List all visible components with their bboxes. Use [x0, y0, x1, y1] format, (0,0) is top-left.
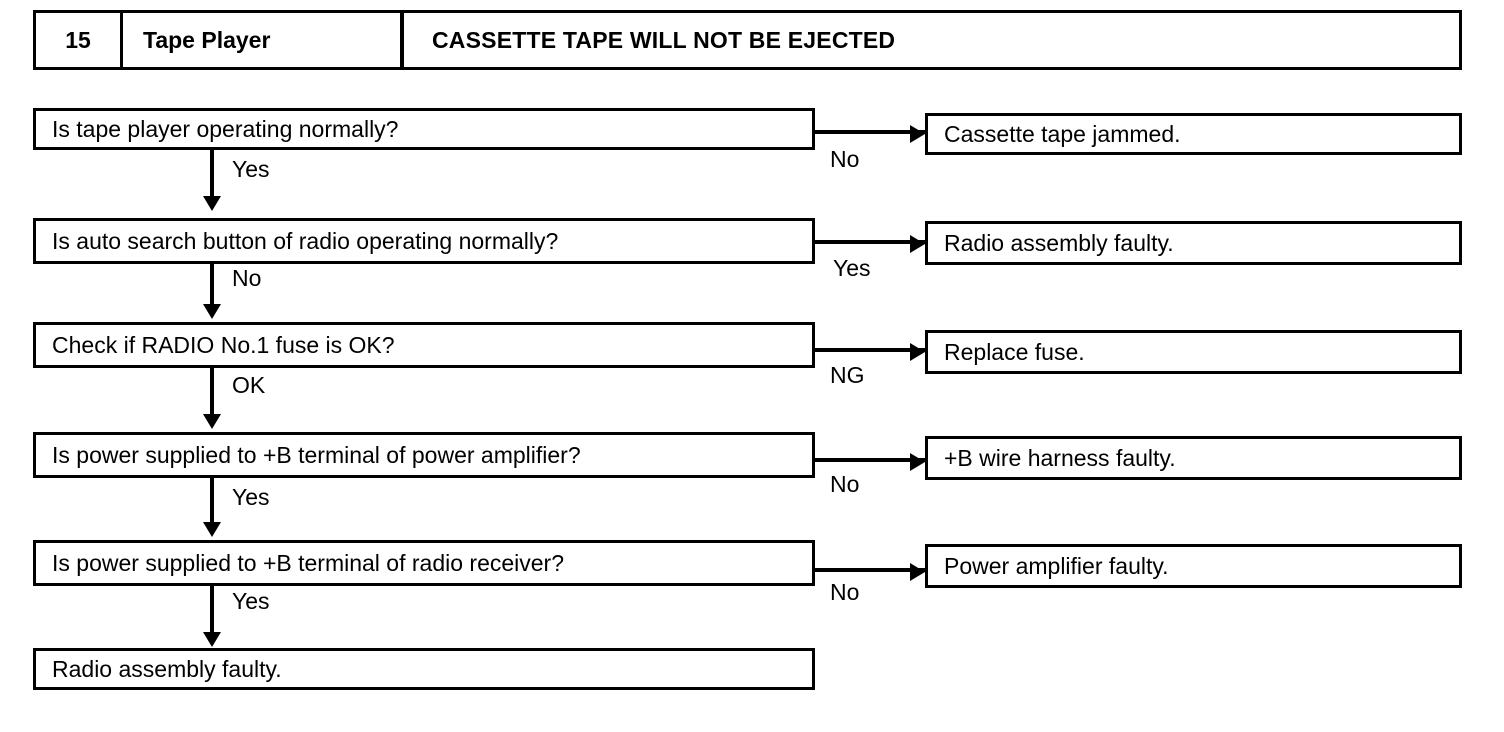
- branch-label-4: No: [830, 471, 860, 497]
- question-box-5: Is power supplied to +B terminal of radi…: [33, 540, 815, 586]
- flow-label-2: No: [232, 265, 262, 291]
- branch-arrow-2: [910, 235, 925, 253]
- branch-label-3: NG: [830, 362, 865, 388]
- flow-line-4: [210, 478, 214, 526]
- header-table: 15 Tape Player CASSETTE TAPE WILL NOT BE…: [33, 10, 1462, 70]
- question-box-2: Is auto search button of radio operating…: [33, 218, 815, 264]
- question-box-3: Check if RADIO No.1 fuse is OK?: [33, 322, 815, 368]
- result-box-1: Cassette tape jammed.: [925, 113, 1462, 155]
- flow-label-3: OK: [232, 372, 266, 398]
- question-box-4: Is power supplied to +B terminal of powe…: [33, 432, 815, 478]
- flow-arrow-3: [203, 414, 221, 429]
- branch-arrow-4: [910, 453, 925, 471]
- result-box-2: Radio assembly faulty.: [925, 221, 1462, 265]
- flow-label-5: Yes: [232, 588, 270, 614]
- branch-line-4: [815, 458, 927, 462]
- flow-line-5: [210, 586, 214, 634]
- header-number-cell: 15: [65, 26, 91, 53]
- branch-line-3: [815, 348, 927, 352]
- header-system-cell: Tape Player: [120, 13, 400, 67]
- branch-label-1: No: [830, 146, 860, 172]
- flow-line-2: [210, 264, 214, 308]
- flow-label-1: Yes: [232, 156, 270, 182]
- final-result-box: Radio assembly faulty.: [33, 648, 815, 690]
- flow-arrow-4: [203, 522, 221, 537]
- result-box-3: Replace fuse.: [925, 330, 1462, 374]
- header-title-cell: CASSETTE TAPE WILL NOT BE EJECTED: [400, 13, 1459, 67]
- branch-label-5: No: [830, 579, 860, 605]
- branch-arrow-5: [910, 563, 925, 581]
- branch-line-2: [815, 240, 927, 244]
- branch-arrow-1: [910, 125, 925, 143]
- flow-arrow-1: [203, 196, 221, 211]
- branch-line-5: [815, 568, 927, 572]
- branch-arrow-3: [910, 343, 925, 361]
- flow-line-3: [210, 368, 214, 418]
- branch-line-1: [815, 130, 927, 134]
- branch-label-2: Yes: [833, 255, 871, 281]
- flow-line-1: [210, 150, 214, 200]
- result-box-4: +B wire harness faulty.: [925, 436, 1462, 480]
- flow-arrow-2: [203, 304, 221, 319]
- result-box-5: Power amplifier faulty.: [925, 544, 1462, 588]
- flow-arrow-5: [203, 632, 221, 647]
- question-box-1: Is tape player operating normally?: [33, 108, 815, 150]
- flow-label-4: Yes: [232, 484, 270, 510]
